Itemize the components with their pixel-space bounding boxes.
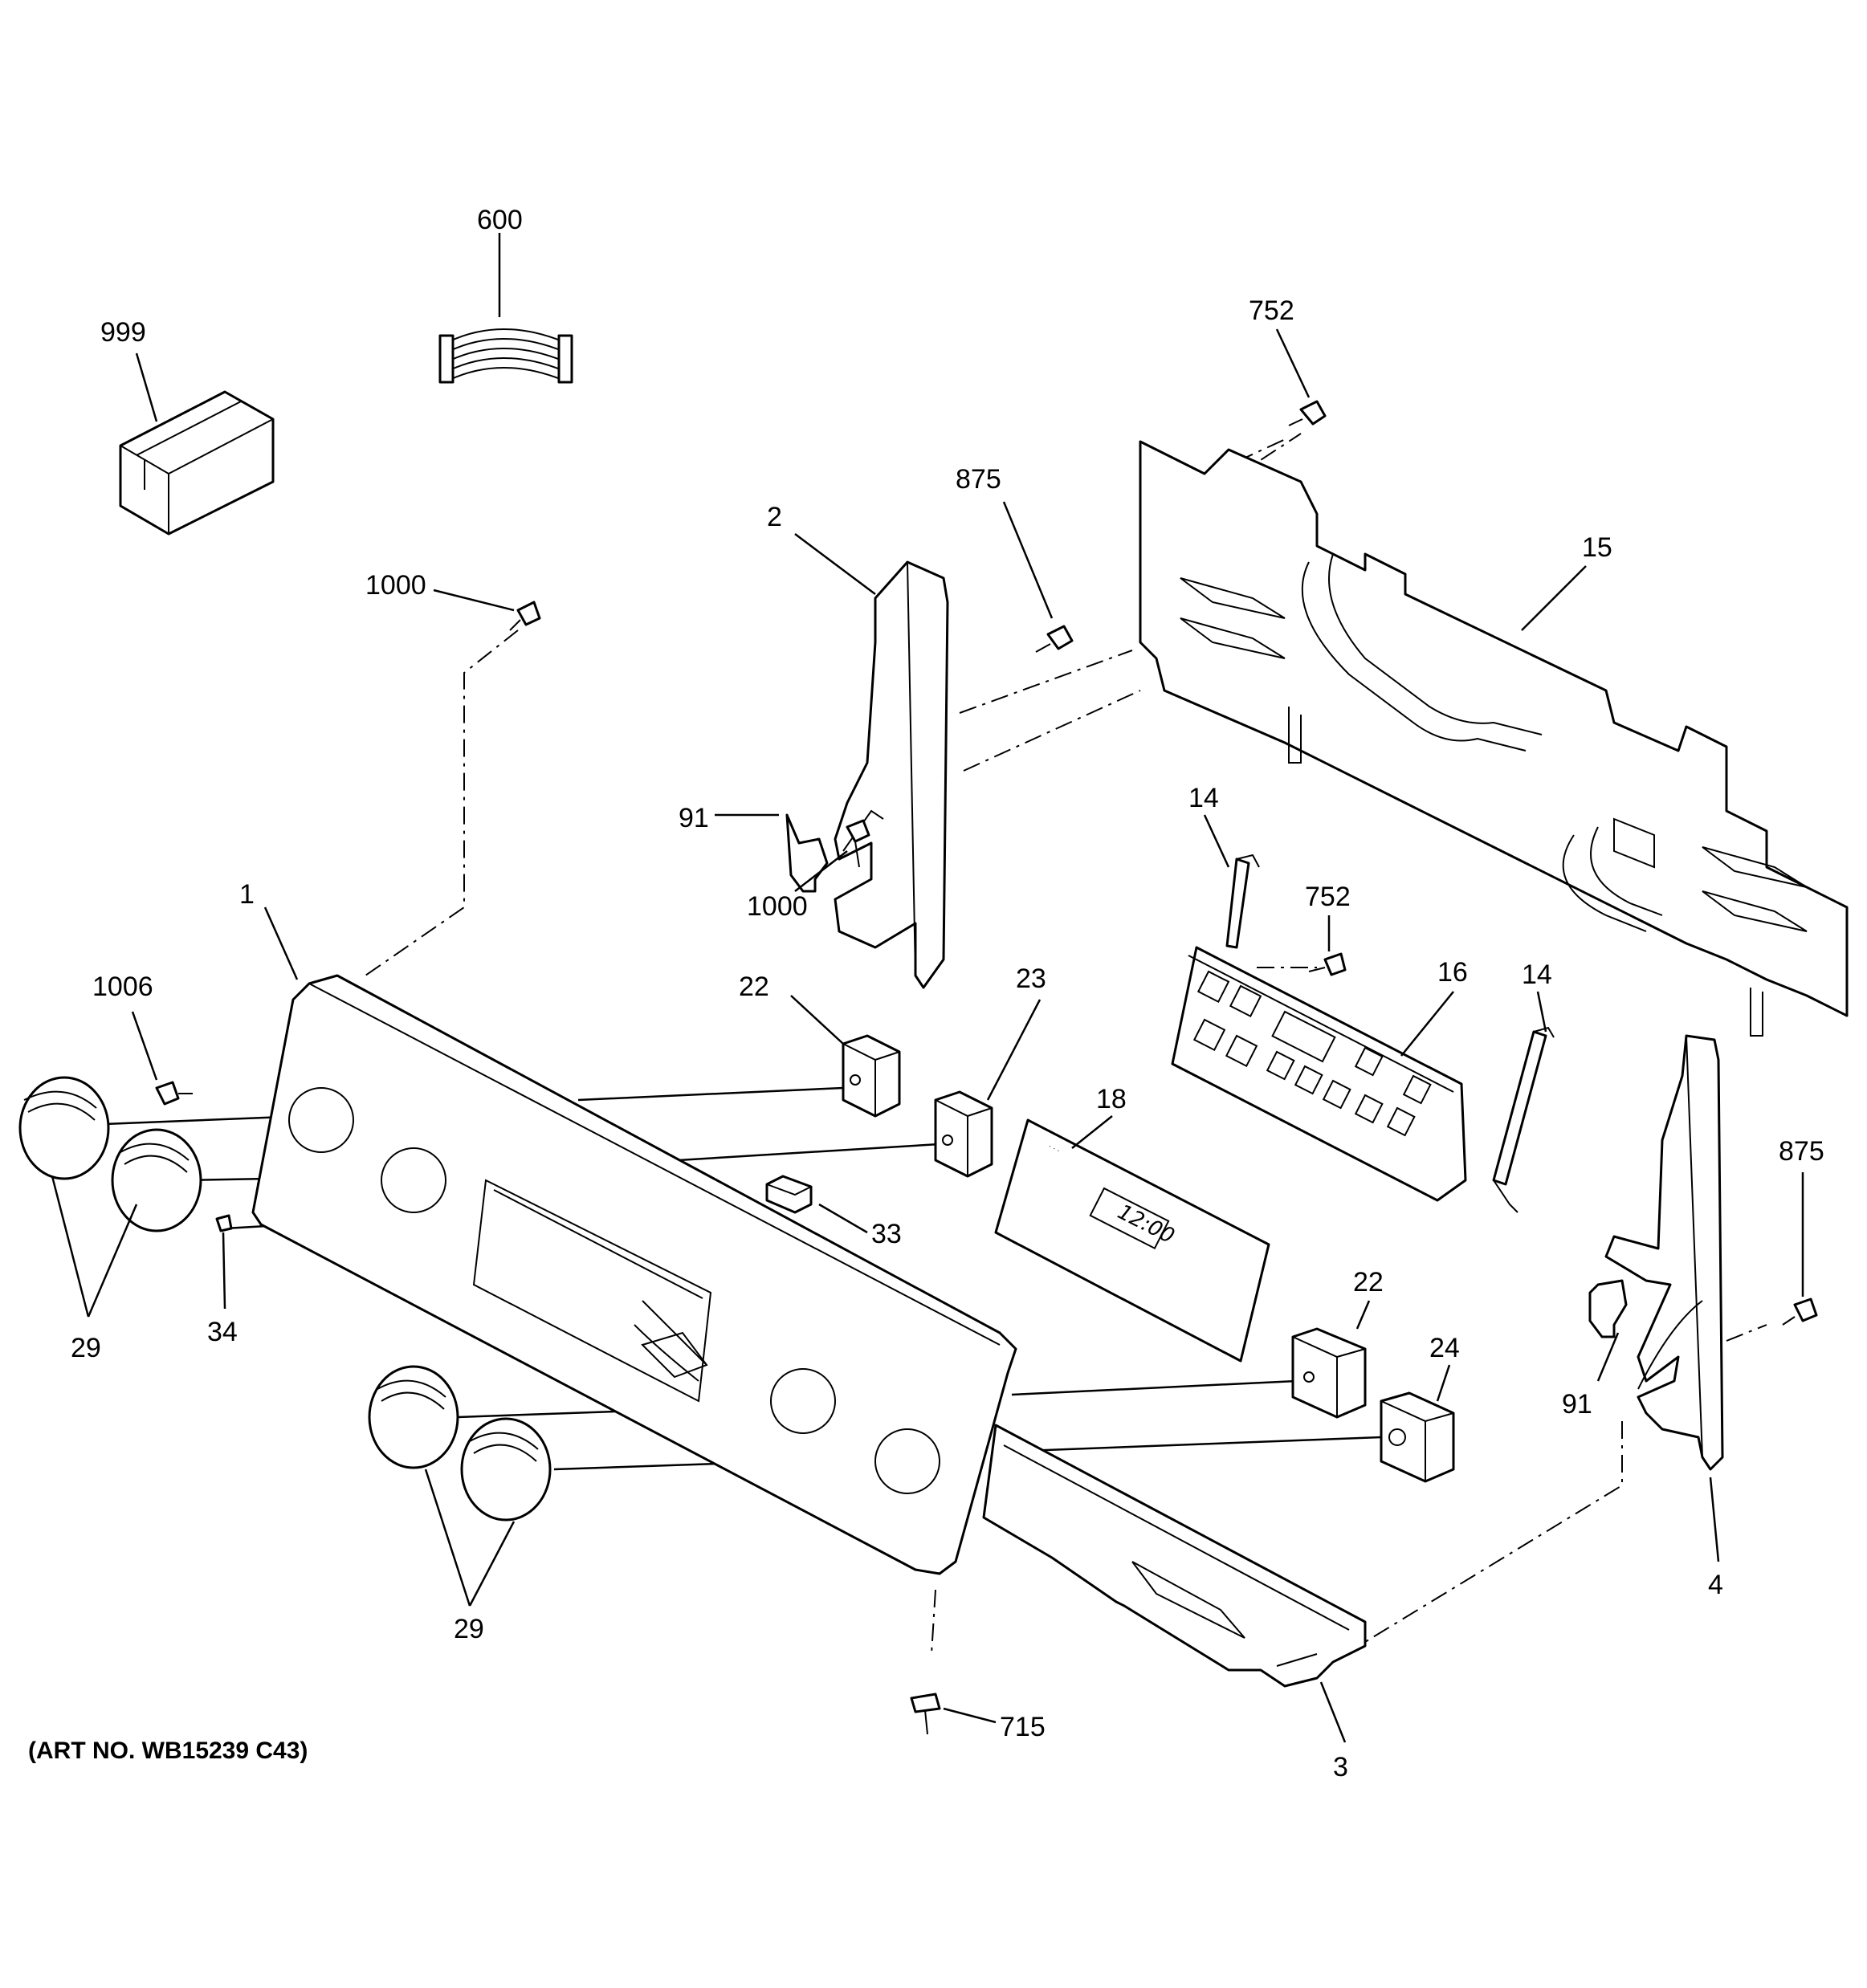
callout-752-lower: 752 bbox=[1305, 882, 1351, 912]
part-1-control-panel bbox=[251, 974, 1017, 1575]
part-22-switch-upper bbox=[842, 1034, 901, 1118]
part-29-knob-4 bbox=[460, 1417, 552, 1522]
part-14-bracket-a bbox=[1225, 853, 1260, 949]
part-23-switch bbox=[934, 1090, 993, 1178]
part-29-knob-2 bbox=[111, 1128, 202, 1232]
part-91-clip-upper bbox=[785, 813, 829, 893]
callout-labels: 999 600 752 875 2 15 1000 91 1000 14 752… bbox=[71, 205, 1824, 1782]
callout-600: 600 bbox=[477, 205, 523, 235]
callout-4: 4 bbox=[1708, 1570, 1723, 1600]
screw-875-lower bbox=[1782, 1297, 1818, 1326]
part-22-switch-lower bbox=[1291, 1327, 1367, 1419]
callout-22-upper: 22 bbox=[739, 972, 769, 1002]
screw-752-upper bbox=[1288, 400, 1327, 426]
callout-91-lower: 91 bbox=[1562, 1389, 1592, 1420]
callout-leaders bbox=[51, 233, 1804, 1743]
callout-33: 33 bbox=[871, 1219, 902, 1249]
part-16-control-board bbox=[1171, 946, 1467, 1202]
screw-752-lower bbox=[1308, 952, 1347, 976]
part-24-switch bbox=[1380, 1391, 1455, 1483]
callout-2: 2 bbox=[767, 502, 782, 532]
callout-14-lower: 14 bbox=[1522, 959, 1552, 990]
callout-1000-lower: 1000 bbox=[747, 891, 808, 922]
part-33-rocker bbox=[765, 1175, 813, 1214]
part-91-clip-lower bbox=[1588, 1279, 1628, 1338]
screw-1000-lower bbox=[846, 819, 870, 868]
part-29-knob-3 bbox=[368, 1365, 459, 1469]
callout-18: 18 bbox=[1096, 1084, 1127, 1114]
callout-715: 715 bbox=[1000, 1712, 1046, 1742]
callout-999: 999 bbox=[100, 317, 146, 348]
callout-16: 16 bbox=[1437, 957, 1468, 988]
callout-15: 15 bbox=[1582, 532, 1612, 563]
part-29-knob-1 bbox=[18, 1076, 110, 1180]
part-999-box bbox=[119, 390, 275, 536]
art-number: (ART NO. WB15239 C43) bbox=[28, 1737, 308, 1764]
callout-875-lower: 875 bbox=[1779, 1136, 1824, 1167]
screw-1000-upper bbox=[509, 601, 541, 631]
part-14-bracket-b bbox=[1492, 1026, 1555, 1213]
callout-875-upper: 875 bbox=[956, 464, 1001, 495]
callout-24: 24 bbox=[1429, 1333, 1460, 1363]
callout-29-upper: 29 bbox=[71, 1333, 101, 1363]
callout-3: 3 bbox=[1333, 1752, 1348, 1782]
screw-1006 bbox=[155, 1081, 193, 1106]
part-3-trim bbox=[982, 1424, 1367, 1688]
callout-22-lower: 22 bbox=[1353, 1267, 1384, 1297]
screw-34 bbox=[215, 1214, 233, 1232]
part-2-left-bracket bbox=[834, 560, 949, 989]
callout-29-lower: 29 bbox=[454, 1614, 484, 1644]
callout-1000-upper: 1000 bbox=[365, 570, 426, 601]
screw-875-upper bbox=[1035, 625, 1074, 653]
part-15-back-panel bbox=[1139, 440, 1849, 1037]
callout-91-upper: 91 bbox=[679, 803, 709, 833]
callout-23: 23 bbox=[1016, 963, 1046, 994]
part-600-harness bbox=[438, 328, 573, 384]
callout-1006: 1006 bbox=[92, 972, 153, 1002]
callout-752-upper: 752 bbox=[1249, 295, 1294, 326]
callout-14-upper: 14 bbox=[1188, 783, 1219, 813]
part-18-overlay: 12:00 · · · bbox=[994, 1118, 1270, 1363]
callout-1: 1 bbox=[239, 879, 255, 910]
part-4-right-bracket bbox=[1604, 1034, 1724, 1471]
callout-34: 34 bbox=[207, 1317, 238, 1347]
screw-715 bbox=[910, 1693, 941, 1735]
